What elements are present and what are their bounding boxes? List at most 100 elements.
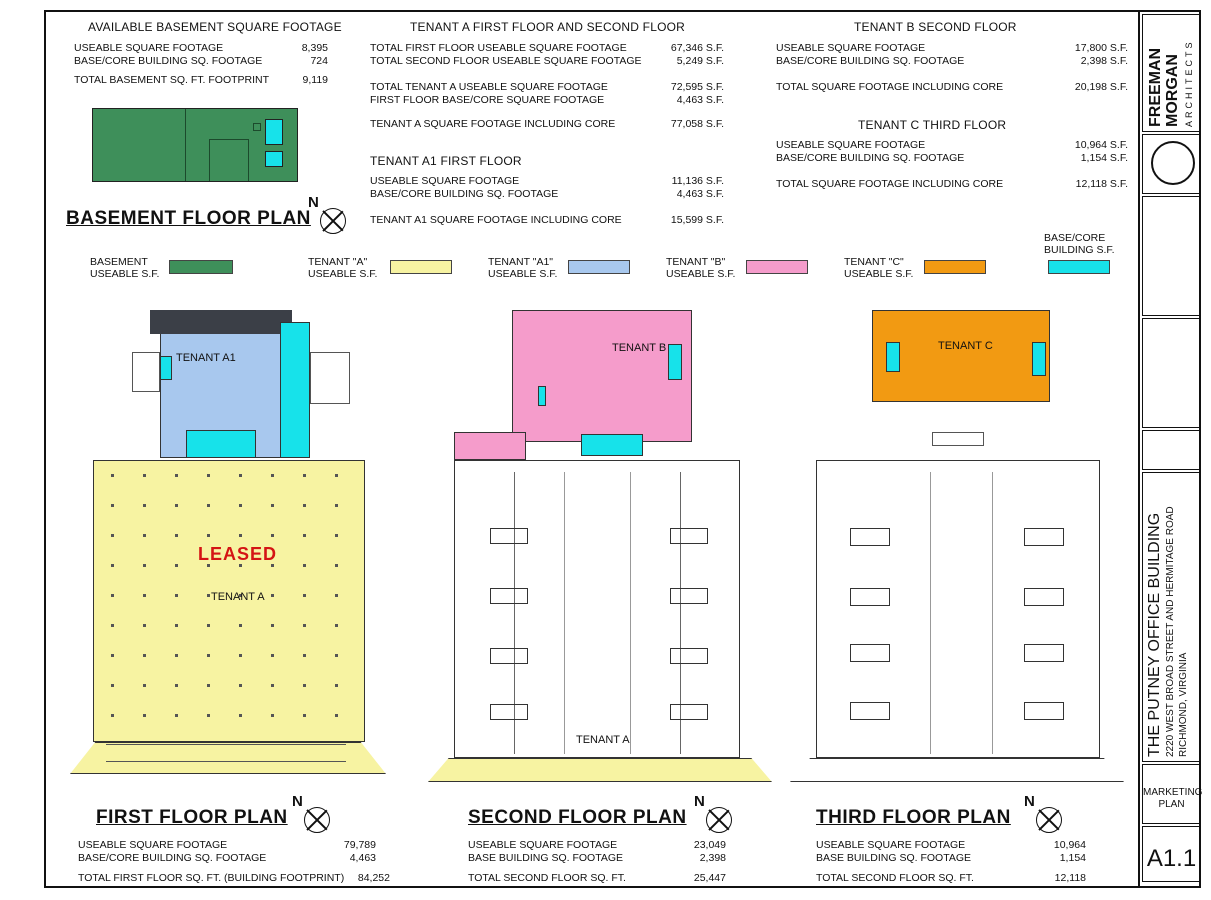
tenant-a-row-value: 77,058 S.F.	[670, 118, 724, 130]
tenant-b-row-value: 20,198 S.F.	[1074, 81, 1128, 93]
legend-label: TENANT "B"	[666, 256, 726, 268]
column-marker	[175, 594, 178, 597]
column-marker	[207, 534, 210, 537]
tenant-a1-label: TENANT A1	[176, 352, 236, 364]
column-marker	[175, 564, 178, 567]
legend-swatch-tenant-a	[390, 260, 452, 274]
legend-label: USEABLE S.F.	[844, 268, 914, 280]
column-marker	[143, 504, 146, 507]
column-marker	[143, 594, 146, 597]
column-marker	[335, 474, 338, 477]
column-marker	[111, 684, 114, 687]
firm-logo: FREEMAN MORGAN ARCHITECTS	[1147, 39, 1198, 127]
second-floor-plan-title: SECOND FLOOR PLAN	[468, 807, 687, 828]
sheet-title-line: PLAN	[1158, 799, 1185, 810]
first-floor-row-value: 79,789	[343, 839, 376, 851]
column-marker	[143, 534, 146, 537]
column-marker	[271, 534, 274, 537]
tenant-c-row-value: 10,964 S.F.	[1074, 139, 1128, 151]
column-marker	[303, 684, 306, 687]
column-marker	[239, 534, 242, 537]
first-floor-plan-title: FIRST FLOOR PLAN	[96, 807, 288, 828]
tenant-c-row-value: 1,154 S.F.	[1080, 152, 1128, 164]
first-floor-row-label: TOTAL FIRST FLOOR SQ. FT. (BUILDING FOOT…	[78, 872, 345, 884]
column-marker	[271, 504, 274, 507]
tenant-a1-row-label: BASE/CORE BUILDING SQ. FOOTAGE	[370, 188, 559, 200]
column-marker	[143, 564, 146, 567]
first-floor-row-label: USEABLE SQUARE FOOTAGE	[78, 839, 228, 851]
north-arrow-icon: N	[694, 793, 746, 847]
column-marker	[239, 564, 242, 567]
tenant-a-row-label: TOTAL SECOND FLOOR USEABLE SQUARE FOOTAG…	[370, 55, 642, 67]
tenant-a1-summary-heading: TENANT A1 FIRST FLOOR	[370, 154, 522, 168]
column-marker	[111, 624, 114, 627]
third-floor-row-label: USEABLE SQUARE FOOTAGE	[816, 839, 966, 851]
legend-label: USEABLE S.F.	[666, 268, 736, 280]
column-marker	[271, 714, 274, 717]
basement-core-value: 724	[310, 55, 328, 67]
legend-label: TENANT "A1"	[488, 256, 554, 268]
firm-logo-box: FREEMAN MORGAN ARCHITECTS	[1142, 14, 1201, 132]
basement-floor-plan	[92, 108, 298, 182]
second-floor-row-value: 2,398	[699, 852, 726, 864]
column-marker	[335, 594, 338, 597]
second-floor-row-label: BASE BUILDING SQ. FOOTAGE	[468, 852, 624, 864]
project-city: RICHMOND, VIRGINIA	[1178, 652, 1189, 757]
tenant-c-row-value: 12,118 S.F.	[1075, 178, 1128, 190]
north-arrow-icon: N	[308, 194, 360, 248]
column-marker	[335, 534, 338, 537]
tenant-a1-row-value: 15,599 S.F.	[670, 214, 724, 226]
column-marker	[207, 564, 210, 567]
north-label: N	[1024, 793, 1035, 810]
column-marker	[175, 474, 178, 477]
column-marker	[111, 564, 114, 567]
column-marker	[239, 684, 242, 687]
title-block: FREEMAN MORGAN ARCHITECTS THE PUTNEY OFF…	[1138, 12, 1202, 886]
column-marker	[303, 474, 306, 477]
column-marker	[111, 504, 114, 507]
tenant-a-row-label: TOTAL FIRST FLOOR USEABLE SQUARE FOOTAGE	[370, 42, 627, 54]
tenant-a-row-label: FIRST FLOOR BASE/CORE SQUARE FOOTAGE	[370, 94, 605, 106]
column-marker	[111, 534, 114, 537]
tenant-a-summary-heading: TENANT A FIRST FLOOR AND SECOND FLOOR	[410, 20, 686, 34]
column-marker	[111, 594, 114, 597]
tenant-a1-row-label: TENANT A1 SQUARE FOOTAGE INCLUDING CORE	[370, 214, 622, 226]
tenant-a-row-value: 4,463 S.F.	[676, 94, 724, 106]
column-marker	[303, 534, 306, 537]
column-marker	[335, 624, 338, 627]
date-box	[1142, 430, 1201, 470]
project-title: THE PUTNEY OFFICE BUILDING	[1146, 512, 1163, 757]
basement-total-value: 9,119	[302, 74, 329, 86]
third-floor-row-label: BASE BUILDING SQ. FOOTAGE	[816, 852, 972, 864]
architect-seal-icon	[1151, 141, 1195, 185]
legend-swatch-base-core	[1048, 260, 1110, 274]
column-marker	[143, 684, 146, 687]
column-marker	[239, 504, 242, 507]
legend-swatch-basement	[169, 260, 233, 274]
column-marker	[207, 594, 210, 597]
project-address: 2220 WEST BROAD STREET AND HERMITAGE ROA…	[1165, 506, 1176, 757]
basement-usable-label: USEABLE SQUARE FOOTAGE	[74, 42, 224, 54]
legend-label: USEABLE S.F.	[308, 268, 378, 280]
column-marker	[175, 684, 178, 687]
column-marker	[143, 714, 146, 717]
legend-swatch-tenant-a1	[568, 260, 630, 274]
column-marker	[271, 624, 274, 627]
tenant-c-row-label: BASE/CORE BUILDING SQ. FOOTAGE	[776, 152, 965, 164]
first-floor-row-value: 4,463	[349, 852, 376, 864]
blank-box	[1142, 196, 1201, 316]
column-marker	[335, 684, 338, 687]
legend-label: BUILDING S.F.	[1044, 244, 1115, 256]
drawing-sheet: AVAILABLE BASEMENT SQUARE FOOTAGE USEABL…	[44, 10, 1202, 888]
column-marker	[175, 714, 178, 717]
column-marker	[111, 654, 114, 657]
second-floor-plan: TENANT B TENANT A	[426, 302, 776, 782]
legend-label: BASEMENT	[90, 256, 148, 268]
column-marker	[271, 684, 274, 687]
column-marker	[239, 594, 242, 597]
legend-label: USEABLE S.F.	[90, 268, 160, 280]
basement-usable-value: 8,395	[301, 42, 328, 54]
sheet-number-box: A1.1	[1142, 826, 1201, 882]
column-marker	[207, 504, 210, 507]
third-floor-plan: TENANT C	[788, 302, 1128, 782]
